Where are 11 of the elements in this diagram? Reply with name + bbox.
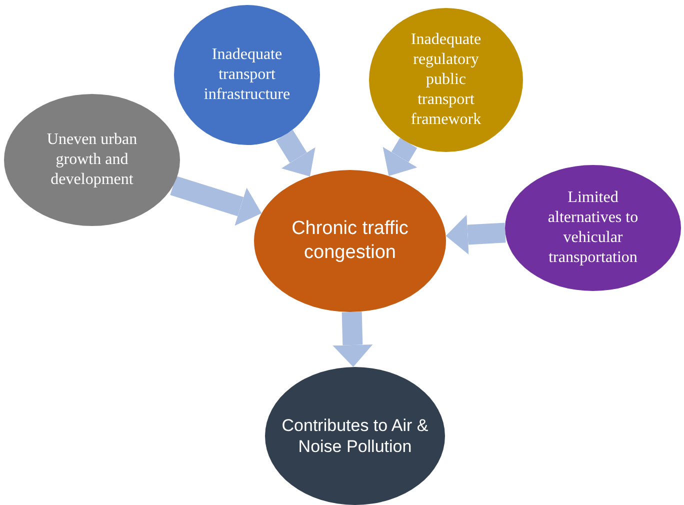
node-label: Contributes to Air & Noise Pollution (280, 414, 430, 458)
block-arrow (332, 312, 373, 368)
node-label: Limited alternatives to vehicular transportation (546, 188, 640, 268)
block-arrow (170, 176, 262, 226)
node-label: Inadequate regulatory public transport framework (410, 30, 482, 130)
node-label: Uneven urban growth and development (46, 130, 138, 190)
block-arrow (276, 130, 316, 176)
node-label: Inadequate transport infrastructure (202, 45, 292, 105)
node-label: Chronic traffic congestion (290, 217, 410, 265)
block-arrow (382, 138, 418, 176)
block-arrow (446, 214, 506, 255)
